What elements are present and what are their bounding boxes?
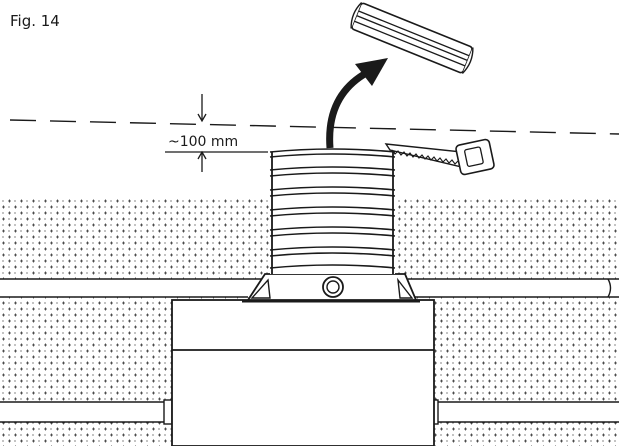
shaft-body [171,299,435,446]
base-flange [242,273,420,303]
lower-pipe-left [0,399,173,425]
ground-level-dashed-line [9,119,619,135]
curved-arrow-icon [326,58,388,149]
lower-pipe-right [429,399,619,425]
figure-label: Fig. 14 [10,12,60,30]
hand-saw-icon [384,138,495,176]
dimension-marker: ~100 mm [165,94,268,172]
dimension-label: ~100 mm [168,134,238,150]
cut-ring-piece-icon [350,2,474,74]
corrugated-riser [269,148,396,274]
